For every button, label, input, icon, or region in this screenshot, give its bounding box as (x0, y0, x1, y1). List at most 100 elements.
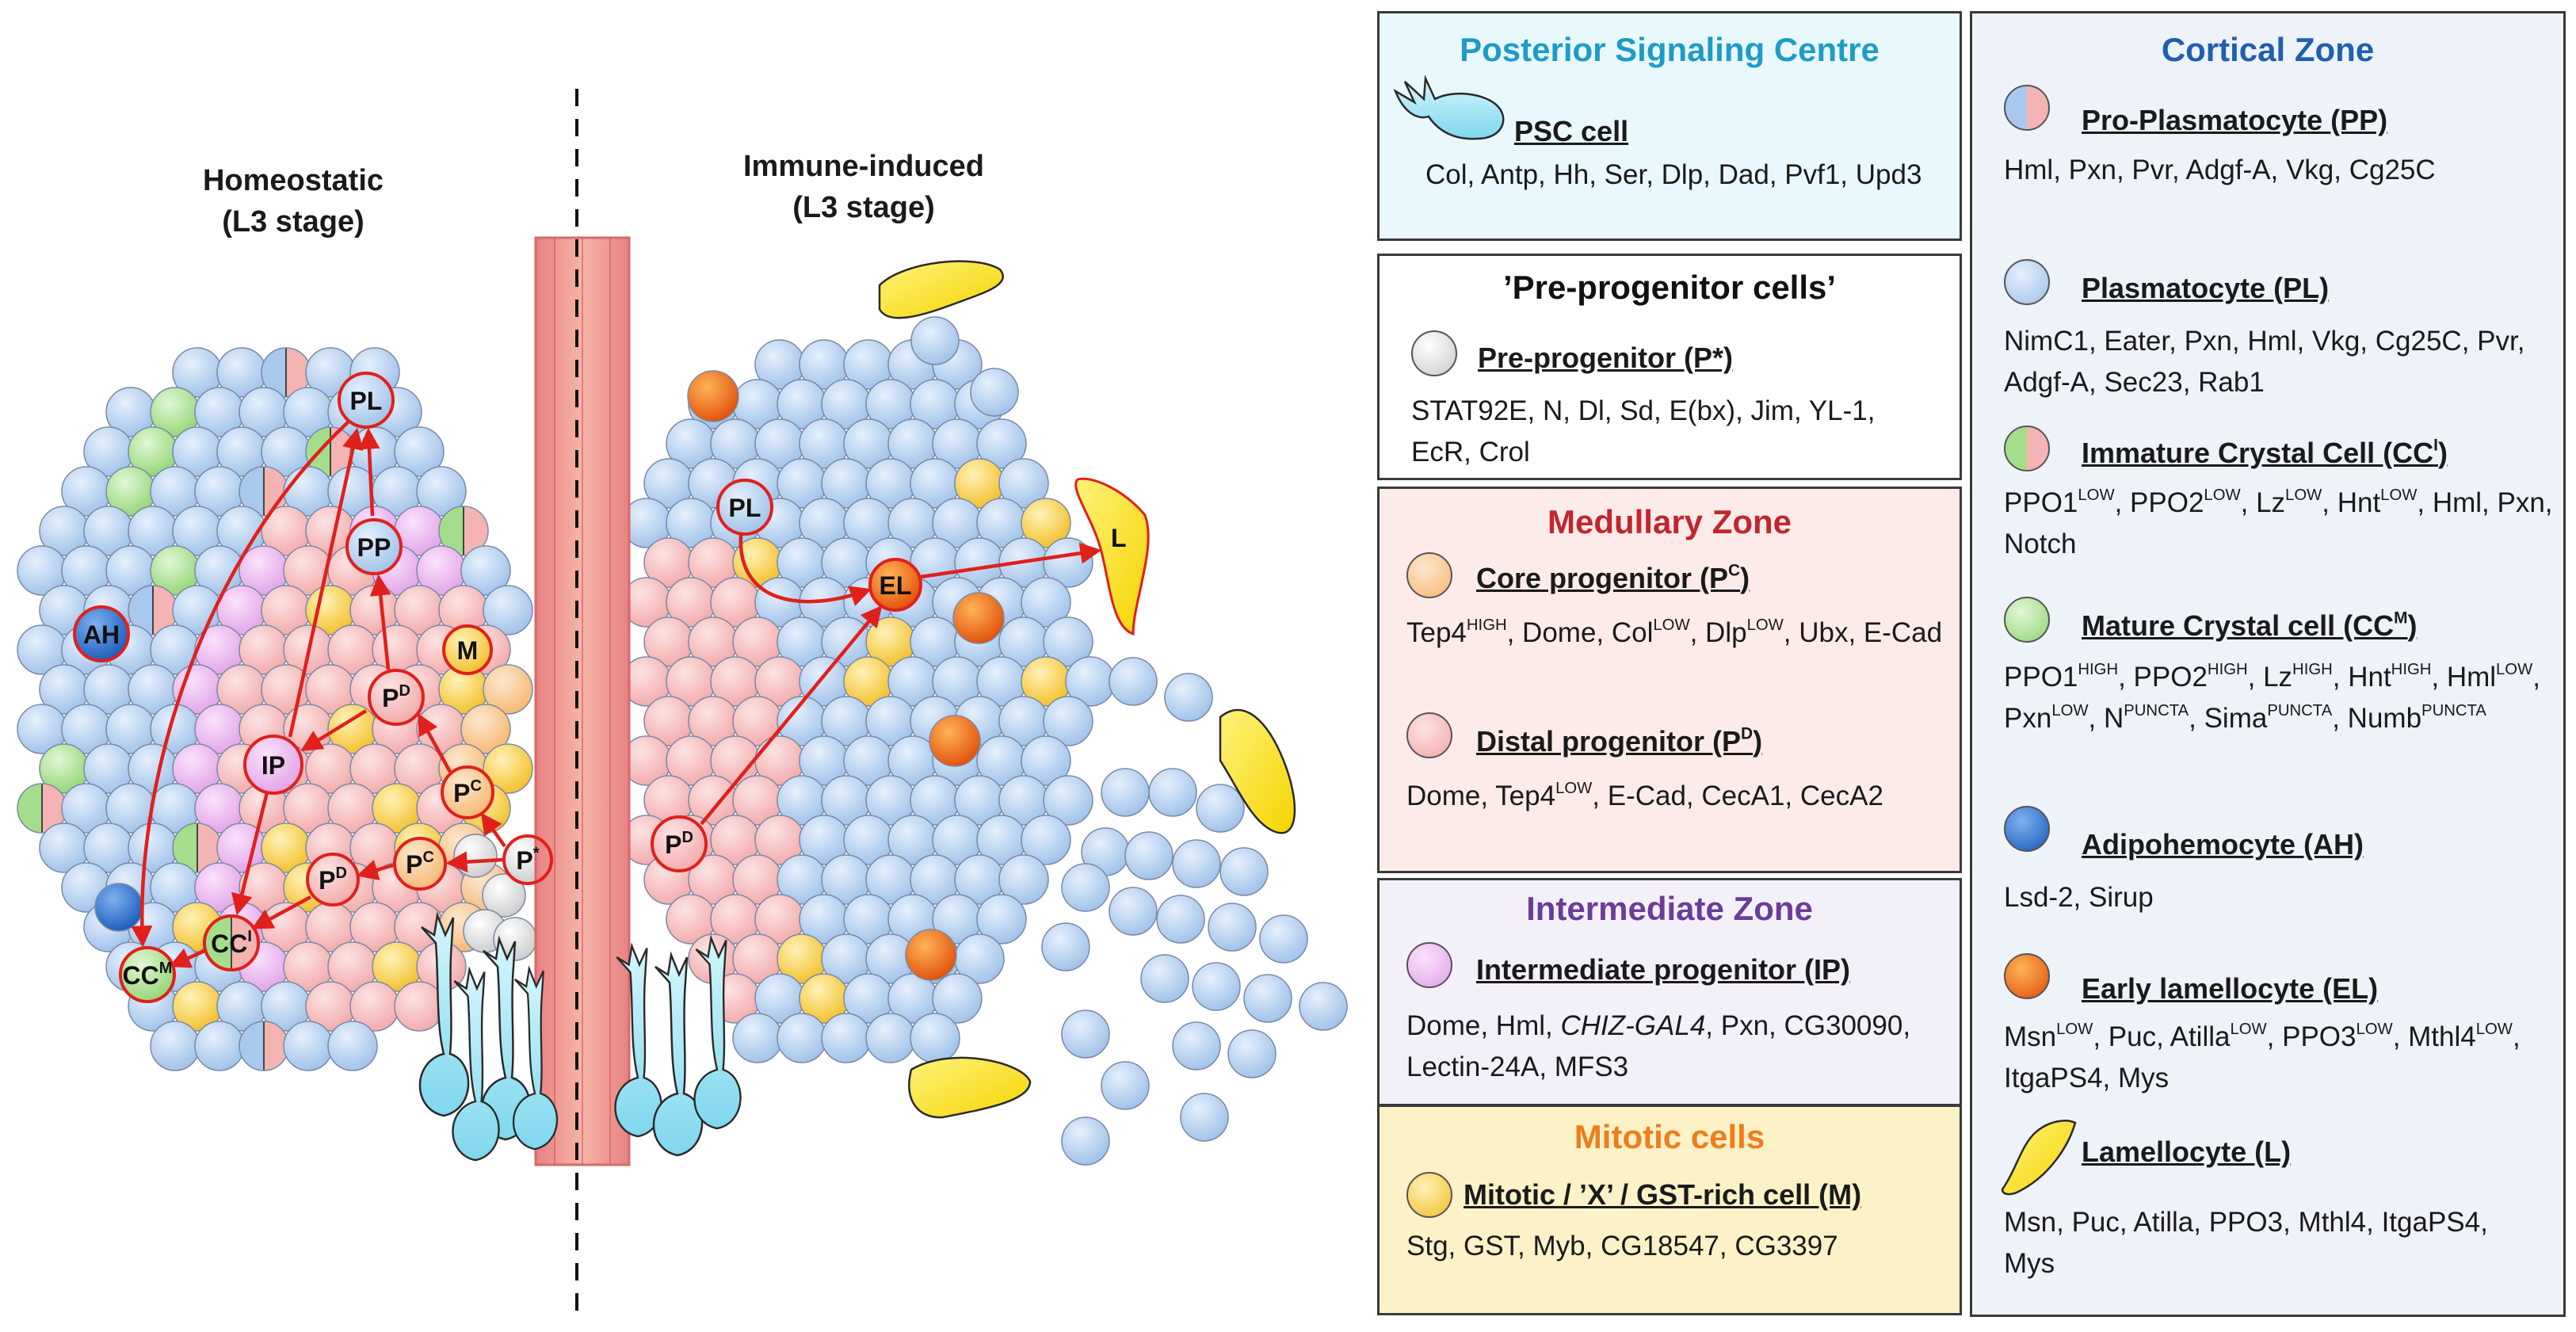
pl-cell-right-ring (716, 479, 773, 536)
pre-progenitor-cell (453, 834, 498, 878)
psc-cell (693, 934, 742, 1130)
adipohemocyte-markers: Lsd-2, Sirup (2004, 882, 2154, 913)
psc-cell-shape (512, 965, 559, 1151)
cell (1021, 815, 1071, 865)
distal-progenitor-cell-2-label: PD (319, 864, 347, 895)
cell-half (231, 916, 258, 970)
psc-cell-name: PSC cell (1514, 115, 1629, 147)
early-lamellocyte-markers: MsnLOW, Puc, AtillaLOW, PPO3LOW, Mthl4LO… (2004, 1020, 2521, 1093)
intermediate-progenitor-markers: Dome, Hml, CHIZ-GAL4, Pxn, CG30090, Lect… (1406, 1010, 1911, 1082)
psc-cell (652, 951, 704, 1157)
cell-half (286, 348, 311, 397)
lamellocyte-markers: Msn, Puc, Atilla, PPO3, Mthl4, ItgaPS4, … (2004, 1207, 2488, 1279)
pre-progenitor-box: ’Pre-progenitor cells’ Pre-progenitor (P… (1377, 254, 1962, 480)
cell (932, 973, 983, 1024)
pl-cell-right-label: PL (729, 494, 761, 522)
distal-progenitor-cell-1-ring (368, 669, 425, 726)
cell (1156, 895, 1205, 944)
psc-cell-shape (693, 934, 742, 1130)
adipohemocyte-cell-ring (73, 605, 130, 662)
cell (1061, 1116, 1110, 1166)
cell (1021, 577, 1071, 628)
immature-crystal-cell-markers: PPO1LOW, PPO2LOW, LzLOW, HntLOW, Hml, Px… (2004, 486, 2553, 559)
mitotic-cell-ring (442, 624, 493, 675)
cell (1109, 657, 1158, 706)
early-lamellocyte-icon (2004, 953, 2050, 999)
psc-cell-shape (418, 911, 470, 1117)
psc-cell (418, 911, 470, 1117)
cell (1021, 498, 1071, 548)
cell (1101, 1061, 1150, 1110)
intermediate-progenitor-cell-ring (243, 735, 303, 795)
plasmatocyte-markers: NimC1, Eater, Pxn, Hml, Vkg, Cg25C, Pvr,… (2004, 326, 2525, 398)
psc-cell (452, 966, 500, 1162)
cell (1041, 922, 1090, 971)
lamellocyte-cell (878, 260, 1004, 319)
intermediate-progenitor-icon (1406, 942, 1452, 988)
arrow-pl-to-el (738, 534, 872, 606)
arrow-pl-to-ccm (131, 420, 350, 948)
early-lamellocyte-labeled-label: EL (880, 571, 912, 600)
core-progenitor-markers: Tep4HIGH, Dome, ColLOW, DlpLOW, Ubx, E-C… (1406, 616, 1943, 648)
early-lamellocyte-name: Early lamellocyte (EL) (2082, 972, 2379, 1005)
heading-homeostatic: Homeostatic(L3 stage) (202, 164, 384, 239)
immature-crystal-cell-name: Immature Crystal Cell (CCI) (2082, 436, 2448, 469)
pre-progenitor-title: ’Pre-progenitor cells’ (1502, 269, 1837, 306)
intermediate-progenitor-cell-label: IP (261, 751, 285, 780)
cell-half (153, 586, 177, 635)
arrow-pd-to-ip (300, 709, 368, 751)
lamellocyte-cell-L (1074, 477, 1150, 636)
arrow-pstar-to-pc (445, 851, 503, 873)
cell (483, 743, 533, 794)
distal-progenitor-icon (1406, 712, 1452, 758)
arrow-pstar-to-pc-upper (480, 812, 506, 848)
pre-progenitor-cell-icon (1411, 330, 1457, 376)
cell (970, 368, 1019, 417)
mitotic-cell-icon (1406, 1172, 1452, 1218)
cell (283, 1021, 334, 1071)
core-progenitor-cell-2-label: PC (406, 849, 434, 879)
cell (394, 981, 445, 1032)
intermediate-zone-title: Intermediate Zone (1526, 890, 1813, 927)
cell (327, 1021, 378, 1071)
mitotic-cell-markers: Stg, GST, Myb, CG18547, CG3397 (1406, 1231, 1838, 1261)
cell (1164, 673, 1213, 722)
pl-cell-left-ring (338, 372, 395, 429)
pro-plasmatocyte-markers: Hml, Pxn, Pvr, Adgf-A, Vkg, Cg25C (2004, 155, 2436, 185)
cell (1192, 962, 1241, 1011)
arrow-pp-to-pl (358, 427, 380, 517)
cell (998, 854, 1049, 905)
pre-progenitor-markers: STAT92E, N, Dl, Sd, E(bx), Jim, YL-1, Ec… (1411, 395, 1876, 468)
cell (1043, 616, 1093, 667)
cell (777, 1013, 827, 1063)
mitotic-cells-title: Mitotic cells (1574, 1118, 1765, 1155)
lamellocyte-cell (908, 1056, 1032, 1119)
mitotic-cells-box: Mitotic cells Mitotic / ’X’ / GST-rich c… (1377, 1105, 1962, 1315)
distal-progenitor-cell-right-ring (651, 815, 708, 872)
psc-cell-markers: Col, Antp, Hh, Ser, Dlp, Dad, Pvf1, Upd3 (1425, 159, 1922, 190)
arrow-pc-to-pd-lower (356, 859, 394, 880)
cell-outline (438, 506, 489, 556)
cell (460, 704, 511, 754)
cell (1208, 903, 1257, 952)
psc-cell (614, 942, 662, 1138)
pro-plasmatocyte-name: Pro-Plasmatocyte (PP) (2082, 104, 2388, 136)
cell (460, 545, 511, 596)
cell (1021, 735, 1071, 786)
arrow-pd-to-el (700, 605, 883, 826)
cell (998, 458, 1049, 509)
medullary-zone-title: Medullary Zone (1547, 503, 1792, 540)
cell (483, 664, 533, 715)
cell (128, 586, 153, 635)
plasmatocyte-name: Plasmatocyte (PL) (2082, 272, 2330, 304)
psc-cell (512, 965, 559, 1151)
early-lamellocyte-cell (952, 592, 1005, 644)
immature-crystal-cell-ring (203, 914, 260, 971)
cell-half (464, 506, 488, 555)
cell (1196, 784, 1245, 833)
psc-cell-shape (652, 951, 704, 1157)
cell (439, 506, 464, 555)
cell (1227, 1029, 1277, 1078)
cell (976, 894, 1027, 945)
